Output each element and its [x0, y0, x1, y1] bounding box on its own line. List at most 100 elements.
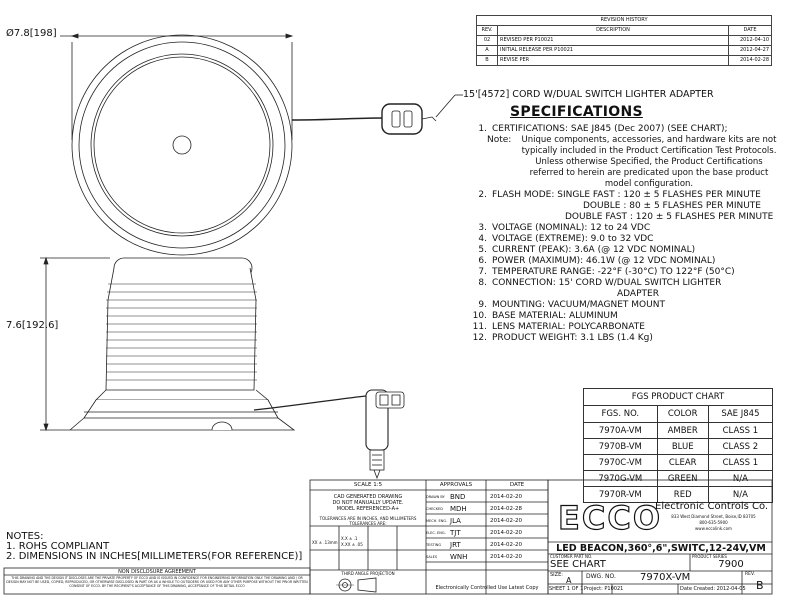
dwg-no-label: DWG. NO. — [586, 573, 616, 580]
approval-name: JLA — [450, 517, 461, 525]
fgs-cell: 7970A-VM — [583, 422, 658, 439]
diameter-dimension: Ø7.8[198] — [6, 28, 57, 39]
spec-item: MOUNTING: VACUUM/MAGNET MOUNT — [492, 300, 665, 310]
spec-connection-cont: ADAPTER — [617, 289, 659, 299]
scale: SCALE 1:5 — [353, 482, 383, 488]
color-cell: GREEN — [656, 470, 709, 487]
approval-date: 2014-02-20 — [490, 518, 522, 524]
customer-part-value: SEE CHART — [550, 559, 606, 570]
spec-flash-double-fast: DOUBLE FAST : 120 ± 5 FLASHES PER MINUTE — [565, 212, 774, 222]
tolerance-line: TOLERANCES ARE: — [349, 521, 387, 526]
approval-name: MDH — [450, 505, 467, 513]
approval-date: 2014-02-28 — [490, 506, 522, 512]
note-label: Note: — [487, 135, 512, 145]
spec-number: 10. — [472, 311, 487, 321]
drawing-title: LED BEACON,360°,6",SWITC,12-24V,VM — [556, 543, 766, 554]
size-value: A — [566, 576, 572, 585]
specifications-title: SPECIFICATIONS — [510, 104, 643, 120]
cad-notice-line: CAD GENERATED DRAWING — [333, 494, 403, 500]
spec-number: 5. — [478, 245, 487, 255]
customer-part-label: CUSTOMER PART NO. — [550, 554, 593, 559]
approval-role: MECH. ENG. — [426, 519, 448, 523]
cad-notice: CAD GENERATED DRAWING DO NOT MANUALLY UP… — [310, 494, 426, 512]
spec-connection: CONNECTION: 15' CORD W/DUAL SWITCH LIGHT… — [492, 278, 722, 288]
sheet-number: SHEET 1 OF 1 — [549, 586, 584, 592]
approval-role: DRAWN BY — [426, 495, 445, 499]
spec-certifications: CERTIFICATIONS: SAE J845 (Dec 2007) (SEE… — [492, 124, 728, 134]
fgs-cell: 7970B-VM — [583, 438, 658, 455]
spec-item: PRODUCT WEIGHT: 3.1 LBS (1.4 Kg) — [492, 333, 653, 343]
spec-number: 3. — [478, 223, 487, 233]
top-view-base-ring — [78, 41, 286, 249]
tolerance-value: X.X ± .1 — [341, 536, 358, 541]
note-text: Unique components, accessories, and hard… — [521, 135, 777, 189]
spec-item: LENS MATERIAL: POLYCARBONATE — [492, 322, 645, 332]
approval-row: MECH. ENG.JLA 2014-02-20 — [426, 515, 548, 527]
date-cell: 2014-02-28 — [728, 55, 772, 66]
approval-role: CHECKED — [426, 507, 443, 511]
spec-number: 2. — [478, 190, 487, 200]
note-item: 1. ROHS COMPLIANT — [6, 541, 110, 552]
tolerance-value: XX ± .13mm — [312, 540, 338, 545]
company-name: Electronic Controls Co. — [655, 501, 769, 512]
sae-cell: CLASS 1 — [707, 454, 774, 471]
sae-cell: N/A — [707, 470, 774, 487]
side-view-vacuum-pad — [69, 417, 296, 431]
spec-flash-double: DOUBLE : 80 ± 5 FLASHES PER MINUTE — [583, 201, 761, 211]
approvals-date-header: DATE — [509, 482, 525, 488]
color-cell: BLUE — [656, 438, 709, 455]
chart-header-sae: SAE J845 — [707, 405, 774, 423]
chart-header-color: COLOR — [656, 405, 709, 423]
spec-item: VOLTAGE (EXTREME): 9.0 to 32 VDC — [492, 234, 654, 244]
cord-callout: 15'[4572] CORD W/DUAL SWITCH LIGHTER ADA… — [463, 89, 714, 100]
sae-cell: CLASS 1 — [707, 422, 774, 439]
approval-row: CHECKED MDH 2014-02-28 — [426, 503, 548, 515]
sae-cell: CLASS 2 — [707, 438, 774, 455]
spec-number: 8. — [478, 278, 487, 288]
spec-item: CURRENT (PEAK): 3.6A (@ 12 VDC NOMINAL) — [492, 245, 696, 255]
spec-number: 6. — [478, 256, 487, 266]
approval-date: 2014-02-20 — [490, 542, 522, 548]
company-web: www.eccolink.com — [695, 526, 732, 531]
product-chart-title: FGS PRODUCT CHART — [583, 388, 773, 406]
spec-flash-mode: FLASH MODE: SINGLE FAST : 120 ± 5 FLASHE… — [492, 190, 761, 200]
spec-number: 1. — [478, 124, 487, 134]
company-phone: 800-635-5900 — [699, 520, 728, 525]
nda-title: NON DISCLOSURE AGREEMENT — [118, 569, 196, 575]
spec-item: TEMPERATURE RANGE: -22°F (-30°C) TO 122°… — [492, 267, 735, 277]
approval-name: JRT — [450, 541, 461, 549]
project-number: Project: P10021 — [584, 586, 624, 592]
side-view-base — [83, 399, 279, 419]
approval-name: TJT — [450, 529, 461, 537]
date-created: Date Created: 2012-04-05 — [680, 586, 746, 592]
approval-role: TESTING — [426, 543, 442, 547]
tolerances: TOLERANCES ARE IN INCHES, AND MILLIMETER… — [310, 516, 426, 526]
top-view-outer-ring — [71, 34, 293, 256]
spec-number: 12. — [472, 333, 487, 343]
spec-item: VOLTAGE (NOMINAL): 12 to 24 VDC — [492, 223, 651, 233]
spec-number: 9. — [478, 300, 487, 310]
fgs-cell: 7970C-VM — [583, 454, 658, 471]
rev-value: B — [756, 579, 764, 592]
notes-block: NOTES: 1. ROHS COMPLIANT 2. DIMENSIONS I… — [6, 532, 302, 562]
sae-cell: N/A — [707, 486, 774, 503]
top-view-center-dome — [172, 135, 192, 155]
approval-date: 2014-02-20 — [490, 554, 522, 560]
tolerance-value: X.XX ± .05 — [341, 542, 363, 547]
controlled-copy-notice: Electronically Controlled Use Latest Cop… — [435, 585, 539, 591]
spec-number: 7. — [478, 267, 487, 277]
notes-title: NOTES: — [6, 531, 44, 542]
cad-notice-line: MODEL REFERENCED-A+ — [336, 506, 400, 512]
product-series-label: PRODUCT SERIES — [692, 554, 727, 559]
